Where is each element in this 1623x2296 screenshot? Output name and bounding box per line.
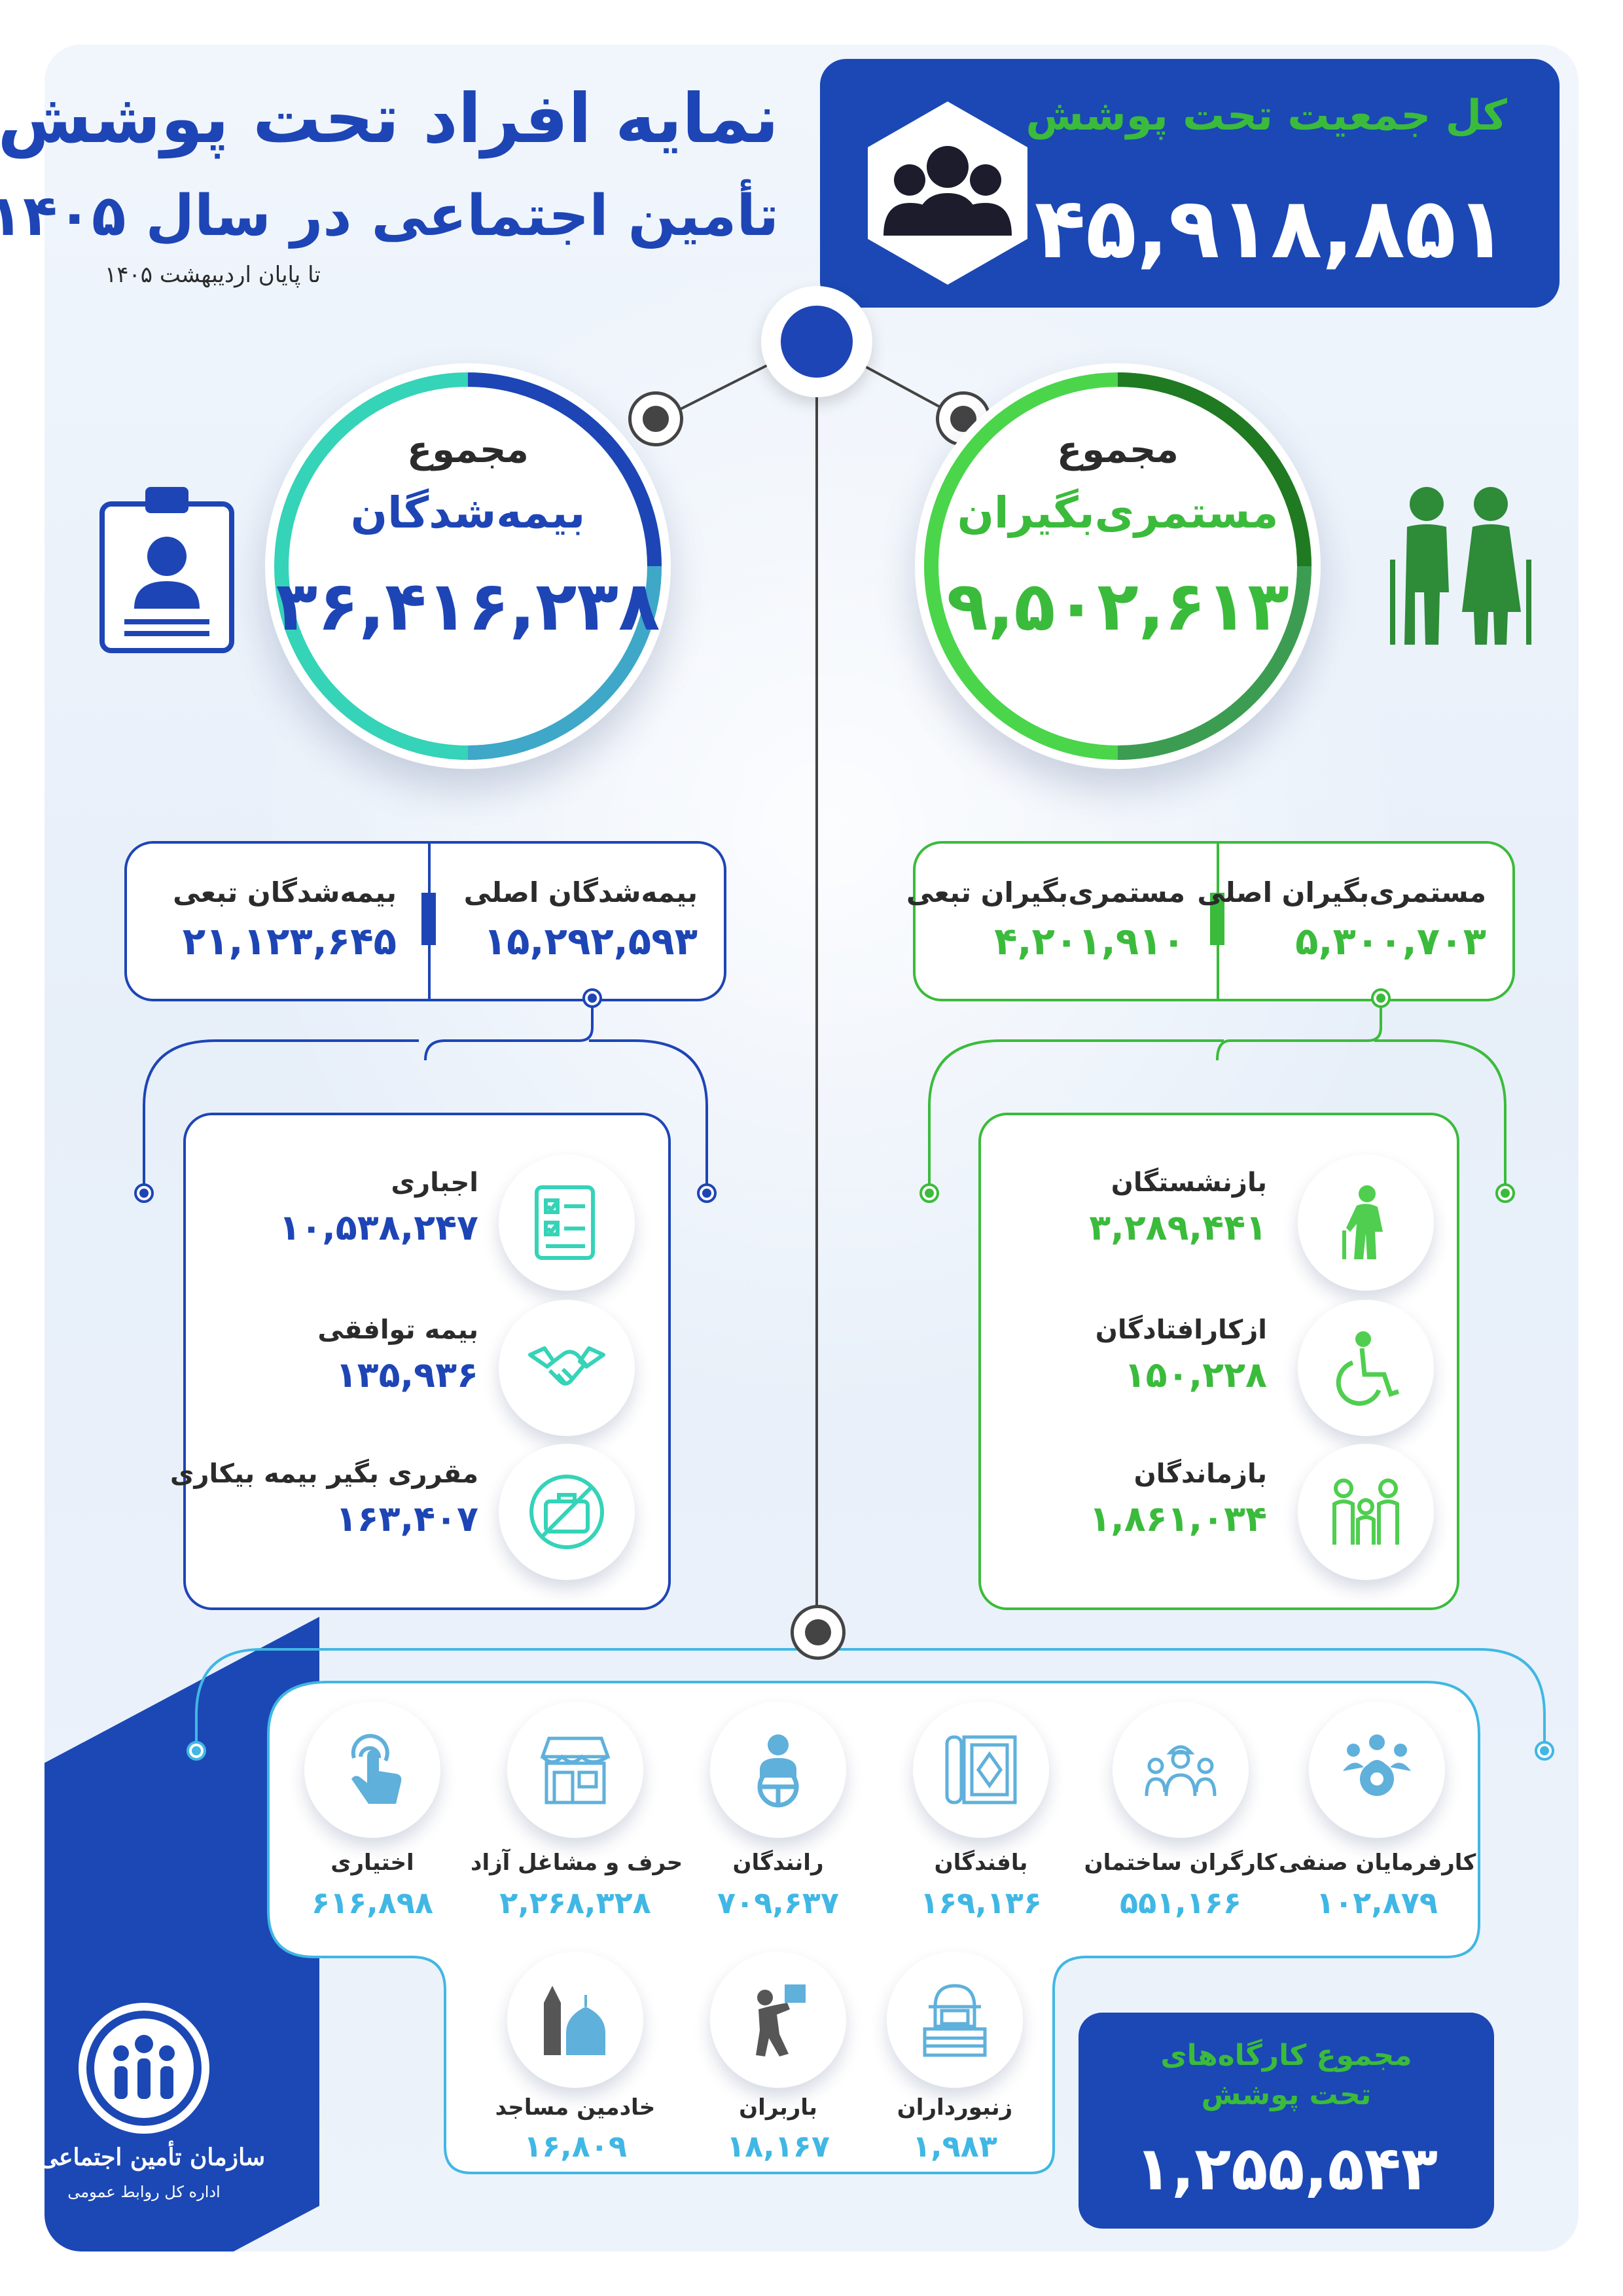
pensioners-split-box: مستمری‌بگیران اصلی ۵,۳۰۰,۷۰۳ مستمری‌بگیر… xyxy=(906,841,1515,1001)
group-8-value: ۱۸,۱۶۷ xyxy=(726,2128,830,2164)
pensioners-ring: مجموع مستمری‌بگیران ۹,۵۰۲,۶۱۳ xyxy=(915,363,1321,769)
group-6-label: اختیاری xyxy=(330,1850,414,1876)
page-title: نمایه افراد تحت پوشش xyxy=(0,79,779,158)
pensioners-item-3-label: بازماندگان xyxy=(1133,1459,1267,1489)
group-1-label: کارفرمایان صنفی xyxy=(1279,1850,1476,1876)
group-5-label: حرف و مشاغل آزاد xyxy=(471,1850,683,1876)
total-box: کل جمعیت تحت پوشش ۴۵,۹۱۸,۸۵۱ xyxy=(820,59,1560,308)
insured-item-3-value: ۱۶۳,۴۰۷ xyxy=(335,1498,478,1539)
insured-dep-value: ۲۱,۱۲۳,۶۴۵ xyxy=(182,919,397,963)
porter-icon xyxy=(756,1984,806,2056)
insured-dep-label: بیمه‌شدگان تبعی xyxy=(173,876,397,908)
insured-heading: مجموع xyxy=(407,429,529,471)
builders-icon xyxy=(1145,1745,1217,1797)
group-8-label: باربران xyxy=(739,2094,817,2121)
total-value: ۴۵,۹۱۸,۸۵۱ xyxy=(1034,180,1507,278)
insured-main-label: بیمه‌شدگان اصلی xyxy=(463,876,698,908)
group-2-value: ۵۵۱,۱۶۶ xyxy=(1120,1885,1241,1920)
elderly-cane-icon xyxy=(1342,1185,1383,1259)
insured-item-1-label: اجباری xyxy=(391,1168,478,1198)
insured-split-box: بیمه‌شدگان اصلی ۱۵,۲۹۲,۵۹۳ بیمه‌شدگان تب… xyxy=(124,841,726,1001)
insured-item-2-value: ۱۳۵,۹۳۶ xyxy=(335,1354,478,1395)
group-2-label: کارگران ساختمان xyxy=(1084,1850,1277,1876)
handshake-icon xyxy=(528,1346,605,1386)
group-4-value: ۷۰۹,۶۳۷ xyxy=(717,1885,839,1920)
driver-icon xyxy=(757,1734,799,1808)
pensioners-main-label: مستمری‌بگیران اصلی xyxy=(1197,876,1486,908)
group-1-value: ۱۰۲,۸۷۹ xyxy=(1316,1885,1438,1920)
pensioners-dep-label: مستمری‌بگیران تبعی xyxy=(906,876,1185,908)
node-bottom xyxy=(791,1605,846,1660)
gear-people-icon xyxy=(1343,1734,1411,1796)
group-4-label: رانندگان xyxy=(732,1850,824,1876)
mosque-icon xyxy=(544,1986,605,2055)
page-subtitle: تأمین اجتماعی در سال ۱۴۰۵ xyxy=(0,183,779,249)
center-node xyxy=(761,286,872,397)
group-icon xyxy=(868,101,1027,285)
workshops-box: مجموع کارگاه‌های تحت پوشش ۱,۲۵۵,۵۴۳ xyxy=(1079,2013,1494,2229)
group-3-label: بافندگان xyxy=(934,1850,1028,1876)
pensioners-value: ۹,۵۰۲,۶۱۳ xyxy=(946,566,1289,646)
group-7-value: ۱,۹۸۳ xyxy=(912,2128,997,2164)
insured-ring: مجموع بیمه‌شدگان ۳۶,۴۱۶,۲۳۸ xyxy=(265,363,671,769)
group-9-label: خادمین مساجد xyxy=(495,2094,656,2121)
wheelchair-icon xyxy=(1336,1331,1400,1406)
elderly-couple-icon xyxy=(1390,487,1531,645)
pensioners-item-1-label: بازنشستگان xyxy=(1111,1168,1267,1198)
node-left xyxy=(628,391,683,446)
workshops-label-line1: مجموع کارگاه‌های xyxy=(1160,2039,1412,2072)
pensioners-heading: مجموع xyxy=(1057,429,1179,471)
insured-item-2-label: بیمه توافقی xyxy=(317,1315,478,1345)
pensioners-item-2-value: ۱۵۰,۲۲۸ xyxy=(1124,1354,1267,1395)
insured-label: بیمه‌شدگان xyxy=(350,488,586,538)
beekeeper-icon xyxy=(923,1984,987,2057)
pensioners-item-3-value: ۱,۸۶۱,۰۳۴ xyxy=(1089,1498,1267,1539)
group-6-value: ۶۱۶,۸۹۸ xyxy=(312,1885,433,1920)
tap-icon xyxy=(351,1734,402,1804)
workshops-label-line2: تحت پوشش xyxy=(1201,2078,1372,2111)
group-5-value: ۲,۲۶۸,۳۲۸ xyxy=(499,1885,651,1920)
pensioners-label: مستمری‌بگیران xyxy=(957,488,1279,538)
group-3-value: ۱۶۹,۱۳۶ xyxy=(920,1885,1042,1920)
logo-org: سازمان تأمین اجتماعی xyxy=(39,2144,266,2171)
logo-dept: اداره کل روابط عمومی xyxy=(67,2183,221,2201)
group-7-label: زنبورداران xyxy=(897,2094,1013,2121)
no-briefcase-icon xyxy=(529,1475,604,1549)
insured-value: ۳۶,۴۱۶,۲۳۸ xyxy=(276,566,660,646)
group-9-value: ۱۶,۸۰۹ xyxy=(524,2128,627,2164)
shop-icon xyxy=(540,1736,611,1804)
checklist-icon xyxy=(535,1185,595,1260)
total-label: کل جمعیت تحت پوشش xyxy=(1026,92,1507,140)
sso-logo-icon xyxy=(79,2003,209,2134)
pensioners-item-1-value: ۳,۲۸۹,۴۴۱ xyxy=(1089,1207,1267,1248)
insured-item-3-label: مقرری بگیر بیمه بیکاری xyxy=(169,1459,478,1489)
workshops-value: ۱,۲۵۵,۵۴۳ xyxy=(1135,2134,1438,2204)
family-icon xyxy=(1332,1479,1399,1545)
id-badge-icon xyxy=(99,487,234,653)
insured-main-value: ۱۵,۲۹۲,۵۹۳ xyxy=(483,919,698,963)
date-note: تا پایان اردیبهشت ۱۴۰۵ xyxy=(104,262,321,288)
insured-item-1-value: ۱۰,۵۳۸,۲۴۷ xyxy=(279,1207,478,1248)
pensioners-main-value: ۵,۳۰۰,۷۰۳ xyxy=(1295,919,1486,963)
pensioners-dep-value: ۴,۲۰۱,۹۱۰ xyxy=(994,919,1185,963)
carpet-icon xyxy=(945,1735,1017,1804)
pensioners-item-2-label: ازکارافتادگان xyxy=(1095,1315,1267,1345)
